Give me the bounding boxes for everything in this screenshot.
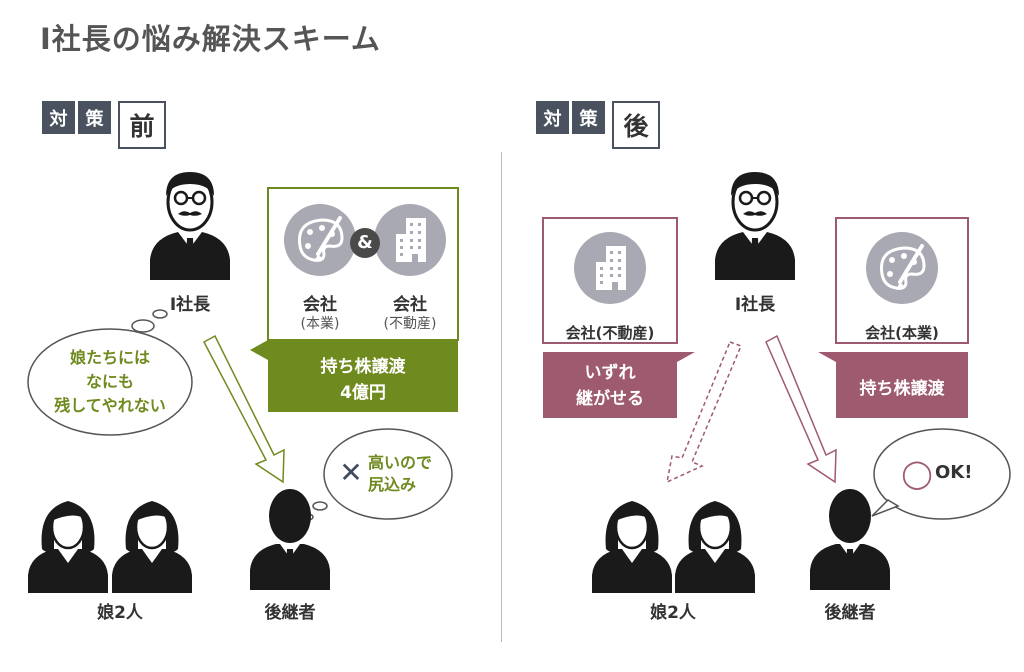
realestate-banner: [543, 352, 695, 418]
center-divider: [501, 152, 502, 642]
daughter-icon-1-after: [590, 499, 674, 595]
company1-line2: (本業): [300, 316, 340, 332]
arrow-to-daughters: [665, 341, 742, 484]
thought-text: 娘たちには なにも 残してやれない: [30, 346, 190, 418]
ok-circle-icon: ◯: [901, 457, 933, 490]
after-badge: 対 策 後: [536, 101, 660, 149]
before-badge: 対 策 前: [42, 101, 166, 149]
core-note: 持ち株譲渡: [859, 379, 945, 399]
palette-icon-after: [864, 230, 940, 306]
badge-char-1-after: 対: [536, 101, 569, 134]
daughters-label: 娘2人: [97, 603, 143, 623]
page-title: I社長の悩み解決スキーム: [40, 22, 381, 56]
badge-after: 後: [612, 101, 660, 149]
core-label: 会社(本業): [865, 324, 939, 342]
transfer-line1: 持ち株譲渡: [320, 357, 406, 377]
badge-char-2-after: 策: [572, 101, 605, 134]
successor-label-after: 後継者: [824, 603, 876, 623]
ok-text: OK!: [935, 462, 973, 483]
cross-icon: ✕: [339, 456, 363, 489]
company2-line2: (不動産): [383, 316, 437, 332]
daughter-icon-2-after: [673, 499, 757, 595]
realestate-note-2: 継がせる: [576, 389, 644, 409]
thought-line-1: 娘たちには: [69, 348, 150, 367]
badge-before: 前: [118, 101, 166, 149]
company2-line1: 会社: [393, 295, 427, 315]
realestate-note: いずれ 継がせる: [543, 360, 677, 412]
objection-line-1: 高いので: [368, 453, 433, 472]
thought-line-2: なにも: [85, 372, 134, 391]
arrow-to-successor-after: [765, 334, 837, 484]
company1-line1: 会社: [303, 295, 337, 315]
objection-text: 高いので 尻込み: [368, 452, 448, 496]
president-icon-after: [713, 170, 797, 282]
arrow-to-successor: [202, 334, 285, 484]
ok-bubble: [873, 428, 1011, 520]
ampersand-circle: [350, 228, 380, 258]
realestate-note-1: いずれ: [584, 363, 636, 383]
thought-line-3: 残してやれない: [54, 396, 166, 415]
president-label-after: I社長: [734, 295, 776, 315]
successor-icon-after: [810, 489, 890, 590]
core-banner: [818, 352, 968, 418]
transfer-line2: 4億円: [340, 383, 386, 403]
realestate-label: 会社(不動産): [565, 324, 655, 342]
building-icon-after: [574, 232, 646, 304]
transfer-banner: [250, 340, 458, 412]
president-label: I社長: [169, 295, 211, 315]
badge-char-1: 対: [42, 101, 75, 134]
successor-label: 後継者: [264, 603, 316, 623]
badge-char-2: 策: [78, 101, 111, 134]
objection-line-2: 尻込み: [368, 475, 417, 494]
ampersand: &: [357, 232, 373, 253]
thought-bubble: [27, 328, 193, 436]
objection-bubble: [323, 428, 453, 520]
daughters-label-after: 娘2人: [650, 603, 696, 623]
